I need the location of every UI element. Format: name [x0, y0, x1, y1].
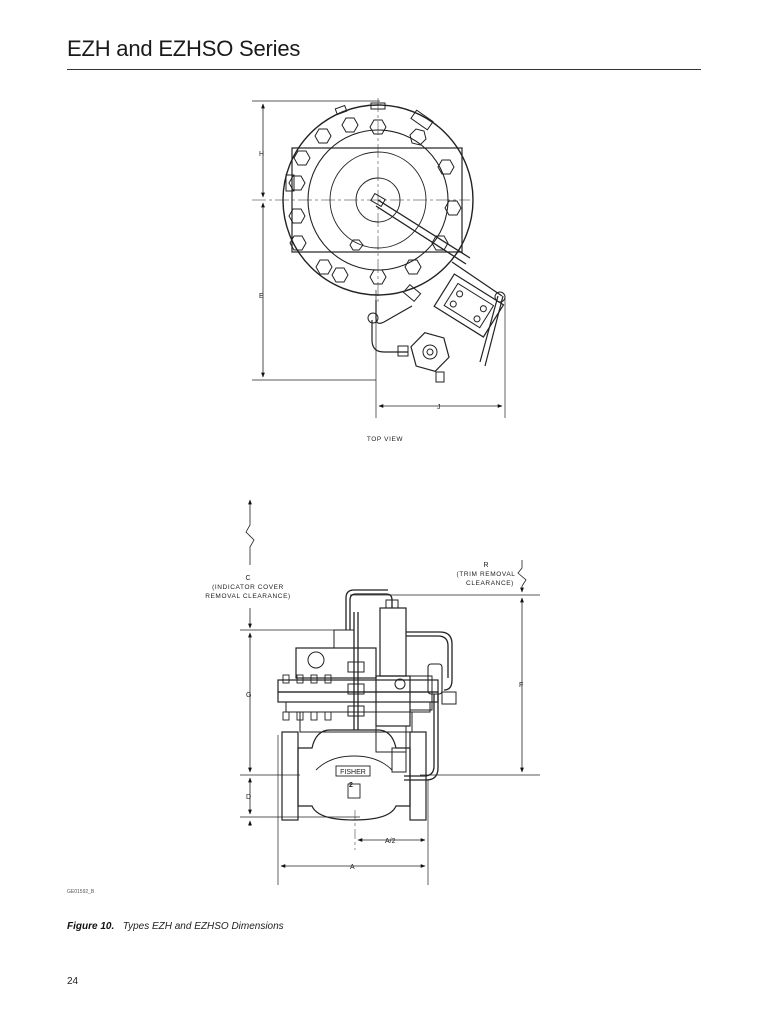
- dim-note-c-2: REMOVAL CLEARANCE): [205, 593, 291, 600]
- figure-label: Figure 10.: [67, 921, 114, 932]
- dim-label-a-half: A/2: [385, 838, 396, 845]
- drawing-code: GE01592_B: [67, 889, 95, 895]
- dim-label-e: E: [259, 293, 264, 300]
- figure-caption-text: Types EZH and EZHSO Dimensions: [123, 921, 284, 932]
- page-title: EZH and EZHSO Series: [67, 36, 301, 61]
- header-rule: [67, 69, 701, 70]
- dim-label-f: F: [519, 682, 523, 689]
- dim-note-r-1: (TRIM REMOVAL: [457, 571, 516, 578]
- dim-label-d: D: [246, 794, 251, 801]
- dim-label-c: C: [245, 575, 250, 582]
- dim-label-g: G: [246, 692, 251, 699]
- nameplate: FISHER: [340, 769, 366, 776]
- dim-label-a: A: [350, 864, 355, 871]
- dim-label-h: H: [259, 151, 264, 158]
- valve-mark: 2: [349, 782, 353, 789]
- dim-note-c-1: (INDICATOR COVER: [212, 584, 284, 591]
- side-view: [240, 499, 540, 885]
- page-number: 24: [67, 976, 79, 987]
- dim-label-j: J: [437, 404, 441, 411]
- top-view: [252, 98, 506, 418]
- top-view-caption: TOP VIEW: [367, 436, 404, 443]
- dim-label-r: R: [483, 562, 488, 569]
- figure-caption: Figure 10. Types EZH and EZHSO Dimension…: [67, 916, 284, 933]
- dim-note-r-2: CLEARANCE): [466, 580, 514, 587]
